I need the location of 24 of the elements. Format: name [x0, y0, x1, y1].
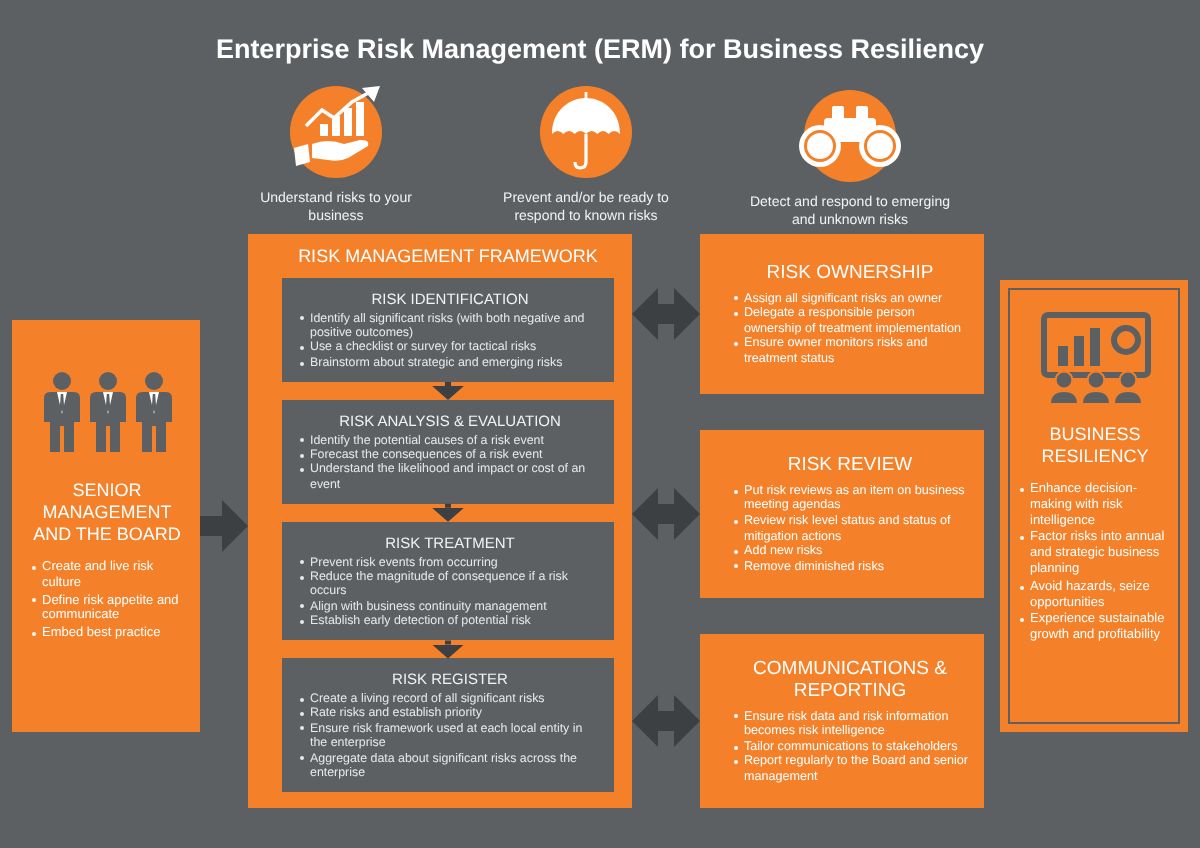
card-heading: BUSINESS RESILIENCY [1039, 424, 1151, 468]
arrow [200, 500, 248, 552]
process-box [700, 634, 984, 808]
step-box [282, 399, 614, 504]
step-box [282, 278, 614, 382]
framework-panel [248, 234, 632, 808]
chevron-arrow [432, 381, 464, 400]
arrow [632, 288, 700, 340]
diagram-title: Enterprise Risk Management (ERM) for Business Resiliency [215, 32, 985, 66]
process-box [700, 430, 984, 598]
step-box [282, 658, 614, 793]
chevron-arrow [432, 640, 464, 659]
box-heading: RISK REVIEW [787, 453, 913, 476]
step-box [282, 521, 614, 641]
outcome-card [1000, 280, 1188, 732]
process-box [700, 234, 984, 394]
box-heading: COMMUNICATIONS & REPORTING [751, 657, 949, 702]
card-heading: SENIOR MANAGEMENT AND THE BOARD [31, 480, 183, 546]
arrow [632, 695, 700, 747]
chevron-arrow [432, 503, 464, 522]
frame-heading: RISK MANAGEMENT FRAMEWORK [298, 246, 598, 268]
stakeholder-card [12, 320, 200, 732]
box-heading: RISK OWNERSHIP [766, 261, 934, 284]
arrow [632, 488, 700, 540]
